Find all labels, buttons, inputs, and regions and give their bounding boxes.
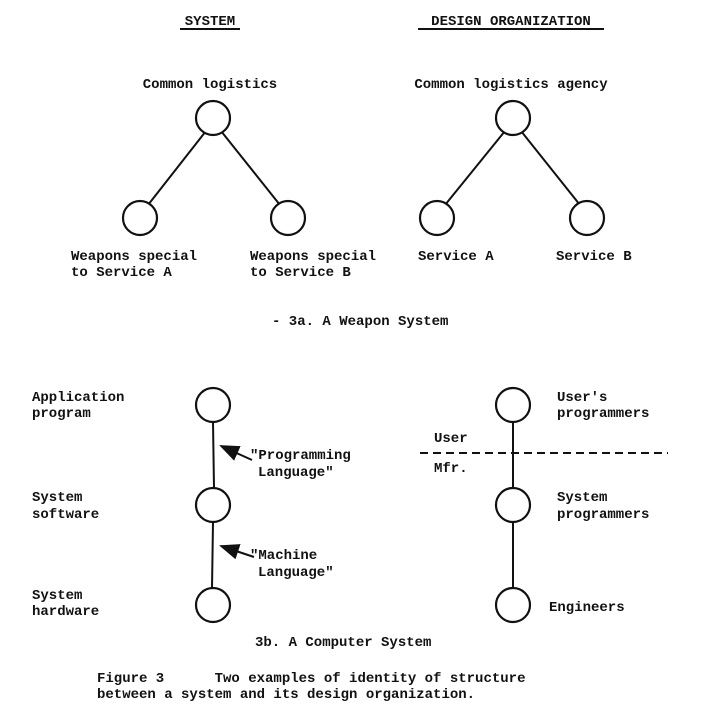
arrow-label: Language"	[258, 565, 334, 581]
caption-3a: - 3a. A Weapon System	[272, 314, 448, 330]
node-label: User's	[557, 390, 607, 406]
node-label: hardware	[32, 604, 99, 620]
edge	[444, 130, 506, 206]
node-circle	[194, 99, 232, 137]
node-label: Weapons special	[250, 249, 376, 265]
boundary-label-mfr: Mfr.	[434, 461, 468, 477]
node-label: to Service B	[250, 265, 351, 281]
node-label: Weapons special	[71, 249, 197, 265]
node-circle	[418, 199, 456, 237]
figure-caption-line-1: Figure 3 Two examples of identity of str…	[97, 671, 525, 687]
edge	[220, 130, 281, 206]
arrow-label: Language"	[258, 465, 334, 481]
node-circle	[494, 486, 532, 524]
node-circle	[194, 586, 232, 624]
node-label: Engineers	[549, 600, 625, 616]
node-label: programmers	[557, 507, 649, 523]
node-circle	[121, 199, 159, 237]
node-label: Service B	[556, 249, 632, 265]
node-label: program	[32, 406, 91, 422]
node-label: Common logistics	[143, 77, 277, 93]
node-label: software	[32, 507, 99, 523]
node-circle	[568, 199, 606, 237]
arrow-label: "Programming	[250, 448, 351, 464]
node-circle	[494, 99, 532, 137]
node-label: System	[32, 588, 82, 604]
header-design-organization: DESIGN ORGANIZATION	[431, 14, 591, 30]
arrow-icon	[219, 544, 255, 560]
node-label: System	[32, 490, 82, 506]
node-label: Application	[32, 390, 124, 406]
node-circle	[269, 199, 307, 237]
arrow-icon	[219, 445, 253, 461]
node-label: programmers	[557, 406, 649, 422]
node-circle	[194, 486, 232, 524]
arrow-label: "Machine	[250, 548, 317, 564]
header-system: SYSTEM	[185, 14, 235, 30]
figure-caption-line-2: between a system and its design organiza…	[97, 687, 475, 703]
node-label: Service A	[418, 249, 494, 265]
node-circle	[494, 386, 532, 424]
node-circle	[494, 586, 532, 624]
node-label: Common logistics agency	[414, 77, 608, 93]
caption-3b: 3b. A Computer System	[255, 635, 431, 651]
boundary-label-user: User	[434, 431, 468, 447]
computer-system-chain: Application program System software Syst…	[32, 386, 351, 624]
node-label: System	[557, 490, 607, 506]
edge	[212, 421, 215, 489]
weapon-org-tree: Common logistics agency Service A Servic…	[414, 77, 632, 265]
edge	[520, 130, 581, 206]
weapon-system-tree: Common logistics Weapons special to Serv…	[71, 77, 376, 281]
edge	[147, 130, 207, 206]
edge	[211, 521, 214, 589]
computer-org-chain: User's programmers System programmers En…	[420, 386, 668, 624]
node-label: to Service A	[71, 265, 172, 281]
node-circle	[194, 386, 232, 424]
